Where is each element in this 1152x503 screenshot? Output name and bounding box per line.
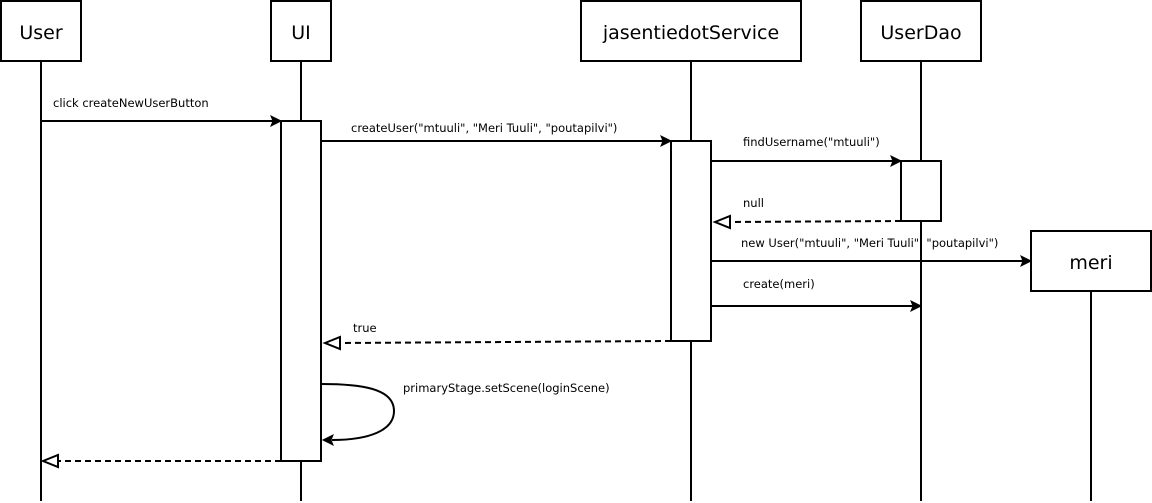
message-return-true-label: true (353, 321, 377, 335)
participant-userdao: UserDao (860, 0, 982, 62)
message-find-username: findUsername("mtuuli") (711, 135, 903, 168)
message-new-user-label: new User("mtuuli", "Meri Tuuli", "poutap… (741, 236, 998, 250)
participant-service-label: jasentiedotService (602, 22, 779, 44)
message-create-user: createUser("mtuuli", "Meri Tuuli", "pout… (321, 121, 673, 148)
message-return-null-label: null (743, 196, 764, 210)
participant-userdao-label: UserDao (880, 22, 961, 44)
participant-meri: meri (1030, 230, 1152, 292)
participant-meri-label: meri (1069, 252, 1112, 274)
participant-user-label: User (19, 22, 62, 44)
activation-ui (280, 120, 322, 462)
message-find-username-label: findUsername("mtuuli") (743, 135, 880, 149)
participant-user: User (0, 0, 82, 62)
message-return-null: null (712, 196, 902, 230)
message-return-true: true (322, 321, 672, 351)
activation-service (670, 140, 712, 342)
message-set-scene: primaryStage.setScene(loginScene) (320, 381, 610, 447)
activation-userdao (900, 160, 942, 222)
message-click-create-button: click createNewUserButton (41, 96, 283, 128)
message-click-create-button-label: click createNewUserButton (53, 96, 209, 110)
participant-ui-label: UI (291, 22, 311, 44)
message-return-to-user (40, 453, 281, 469)
message-new-user: new User("mtuuli", "Meri Tuuli", "poutap… (711, 236, 1033, 268)
participant-service: jasentiedotService (580, 0, 802, 62)
participant-ui: UI (270, 0, 332, 62)
message-set-scene-label: primaryStage.setScene(loginScene) (403, 381, 610, 395)
message-create-meri-label: create(meri) (743, 277, 815, 291)
message-create-meri: create(meri) (711, 277, 923, 313)
message-create-user-label: createUser("mtuuli", "Meri Tuuli", "pout… (351, 121, 617, 135)
